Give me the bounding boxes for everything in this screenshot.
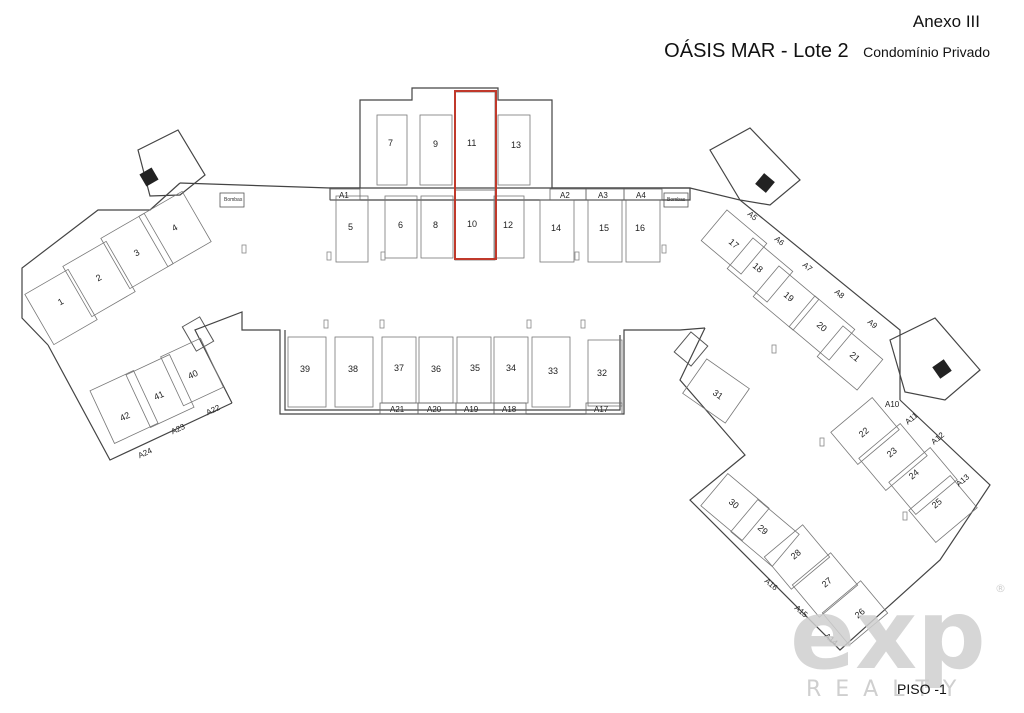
space-label-15: 15 [599, 223, 609, 233]
annex-label-A19: A19 [464, 405, 479, 414]
annex-strips [329, 188, 663, 415]
registered-mark: ® [995, 582, 1006, 595]
parking-right-wing [682, 209, 978, 646]
annex-label-A8: A8 [833, 287, 847, 301]
space-label-33: 33 [548, 366, 558, 376]
space-label-10: 10 [467, 219, 477, 229]
space-label-21: 21 [848, 350, 862, 364]
structural-columns [241, 244, 908, 521]
space-label-18: 18 [751, 261, 765, 275]
annex-label-A24: A24 [137, 446, 154, 460]
parking-left-wing [24, 190, 224, 444]
space-label-27: 27 [820, 575, 834, 589]
parking-top-row [335, 91, 661, 263]
annex-label-A16: A16 [763, 576, 780, 592]
space-label-20: 20 [815, 320, 829, 334]
pump-label-right: Bombas [667, 197, 686, 203]
space-label-25: 25 [930, 496, 944, 510]
annex-label-A17: A17 [594, 405, 609, 414]
annex-label-A4: A4 [636, 191, 646, 200]
space-label-31: 31 [711, 388, 725, 402]
staircases [181, 316, 709, 367]
space-label-17: 17 [727, 237, 741, 251]
pump-label-left: Bombas [224, 197, 243, 203]
parking-labels: 1 2 3 4 5 6 7 8 9 10 11 12 13 14 15 16 1… [56, 138, 944, 620]
space-label-1: 1 [56, 296, 65, 307]
space-label-13: 13 [511, 140, 521, 150]
space-label-26: 26 [853, 606, 867, 620]
space-label-40: 40 [186, 368, 199, 381]
annex-label-A1: A1 [339, 191, 349, 200]
annex-label-A22: A22 [205, 403, 222, 417]
annex-label-A10: A10 [885, 400, 900, 409]
project-title-row: OÁSIS MAR - Lote 2 Condomínio Privado [664, 40, 990, 63]
annex-label-A7: A7 [801, 260, 815, 274]
space-label-3: 3 [132, 247, 141, 258]
parking-lower-row [287, 336, 623, 408]
space-label-2: 2 [94, 272, 103, 283]
space-label-8: 8 [433, 220, 438, 230]
space-label-29: 29 [756, 523, 770, 537]
space-label-14: 14 [551, 223, 561, 233]
space-label-39: 39 [300, 364, 310, 374]
space-label-9: 9 [433, 139, 438, 149]
annex-label-A12: A12 [929, 430, 946, 446]
project-subtitle: Condomínio Privado [863, 44, 990, 60]
annex-label-A5: A5 [746, 209, 760, 223]
annex-label-A13: A13 [954, 472, 971, 488]
space-label-41: 41 [152, 389, 165, 402]
space-label-35: 35 [470, 363, 480, 373]
building-outline [21, 87, 991, 651]
annex-label-A3: A3 [598, 191, 608, 200]
floor-label: PISO -1 [897, 681, 947, 697]
exp-realty-watermark: exp ® REALTY [790, 579, 1006, 702]
realty-text: REALTY [806, 677, 970, 702]
space-label-42: 42 [118, 410, 131, 423]
highlighted-spaces-outline [454, 90, 497, 260]
stair-cores [139, 167, 952, 379]
space-label-24: 24 [907, 467, 921, 481]
annex-label-A2: A2 [560, 191, 570, 200]
space-label-16: 16 [635, 223, 645, 233]
space-label-37: 37 [394, 363, 404, 373]
space-label-22: 22 [857, 425, 871, 439]
space-label-7: 7 [388, 138, 393, 148]
annex-label-A23: A23 [170, 422, 187, 436]
space-label-38: 38 [348, 364, 358, 374]
annex-title: Anexo III [912, 12, 980, 31]
space-label-6: 6 [398, 220, 403, 230]
annex-label-A18: A18 [502, 405, 517, 414]
exp-logo-text: exp [790, 579, 986, 691]
annex-label-A9: A9 [866, 317, 880, 331]
annex-label-A20: A20 [427, 405, 442, 414]
annex-label-A11: A11 [903, 410, 920, 426]
space-label-12: 12 [503, 220, 513, 230]
space-label-19: 19 [782, 290, 796, 304]
space-label-5: 5 [348, 222, 353, 232]
annex-label-A21: A21 [390, 405, 405, 414]
space-label-30: 30 [727, 497, 741, 511]
space-label-23: 23 [885, 445, 899, 459]
space-label-4: 4 [170, 222, 179, 233]
space-label-11: 11 [467, 138, 476, 148]
pump-rooms: Bombas Bombas [219, 192, 689, 208]
project-title: OÁSIS MAR - Lote 2 [664, 40, 849, 62]
space-label-32: 32 [597, 368, 607, 378]
space-label-28: 28 [789, 547, 803, 561]
space-label-34: 34 [506, 363, 516, 373]
space-label-36: 36 [431, 364, 441, 374]
